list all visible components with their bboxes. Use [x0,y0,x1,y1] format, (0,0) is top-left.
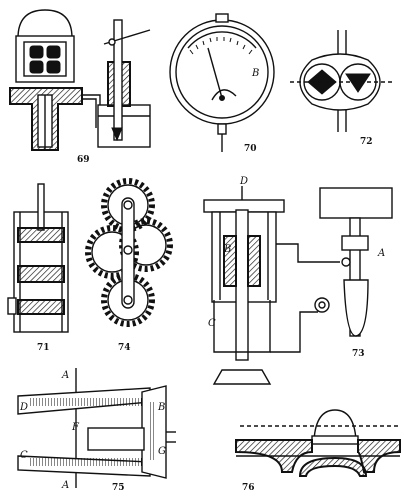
figure-74-number: 74 [118,343,131,353]
figure-71: 71 [7,183,69,353]
figure-73-label-c: C [208,318,216,329]
figure-75-label-c: C [20,450,28,461]
figure-69-number: 69 [77,155,90,165]
figure-70-dial-letter: B [251,68,259,79]
figure-75-number: 75 [112,483,125,493]
figure-75-label-d: D [19,402,28,413]
figure-72-number: 72 [360,137,373,147]
figure-75-label-f: F [71,422,80,433]
figure-75-label-g: G [158,446,166,457]
figure-73-number: 73 [352,349,365,359]
figure-76: 76 [235,409,401,493]
figure-75-label-a-bottom: A [61,480,69,491]
figure-70-number: 70 [244,144,257,154]
figure-73: D B C A 73 [203,176,393,385]
figure-75-label-a-top: A [61,370,69,381]
figure-75: A D B F C G A 75 [17,368,176,493]
figure-73-label-top: D [239,176,248,187]
figure-72: 72 [290,30,392,147]
figure-76-number: 76 [242,483,255,493]
figure-71-number: 71 [37,343,50,353]
figure-70: B 70 [169,13,275,154]
figure-73-label-b: B [223,244,231,255]
figure-73-label-a: A [377,248,385,259]
figure-69: 69 [9,9,151,165]
figure-75-label-b: B [157,402,165,413]
figure-74: 74 [85,178,173,353]
